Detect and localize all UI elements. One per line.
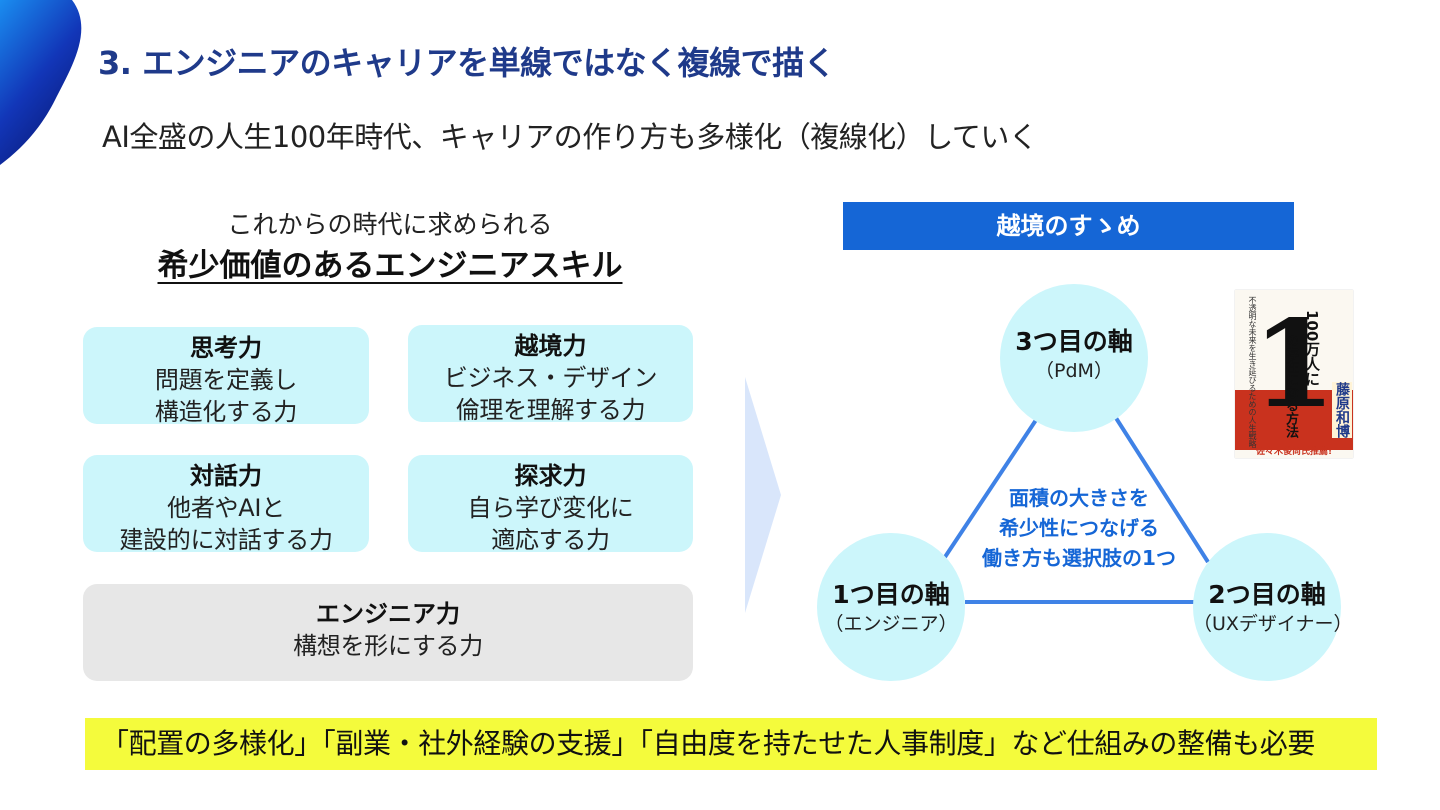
skill-desc: 構想を形にする力 (293, 632, 483, 660)
skill-box-inquiry: 探求力 自ら学び変化に 適応する力 (408, 455, 693, 554)
corner-decoration (0, 0, 82, 165)
skill-box-dialogue: 対話力 他者やAIと 建設的に対話する力 (83, 455, 369, 554)
axis-name: 1つ目の軸 (832, 580, 950, 609)
skill-name: 対話力 (190, 462, 262, 490)
skill-box-boundary: 越境力 ビジネス・デザイン 倫理を理解する力 (408, 325, 693, 424)
slide-subtitle: AI全盛の人生100年時代、キャリアの作り方も多様化（複線化）していく (102, 120, 1038, 154)
axis-sub: （UXデザイナー） (1193, 613, 1353, 635)
skill-desc: 適応する力 (491, 526, 610, 554)
skill-desc: ビジネス・デザイン (443, 364, 658, 392)
center-line: 面積の大きさを (1009, 486, 1149, 510)
axis-circle-1: 1つ目の軸 （エンジニア） (817, 533, 965, 681)
axis-name: 2つ目の軸 (1208, 580, 1326, 609)
skill-name: エンジニア力 (316, 600, 460, 628)
skill-desc: 他者やAIと (167, 494, 285, 522)
book-small-text: 不透明な未来を生き延びるための人生戦略 (1248, 296, 1257, 448)
book-big-char: 1 (1252, 294, 1336, 435)
footer-note: 「配置の多様化」「副業・社外経験の支援」「自由度を持たせた人事制度」など仕組みの… (85, 718, 1377, 770)
axis-sub: （エンジニア） (824, 613, 958, 635)
skill-box-thinking: 思考力 問題を定義し 構造化する力 (83, 327, 369, 426)
book-cover-image: 1 不透明な未来を生き延びるための人生戦略 100万人に の存在になる方法 藤原… (1235, 290, 1353, 458)
skill-desc: 問題を定義し (154, 366, 298, 394)
skill-name: 探求力 (514, 462, 587, 490)
skill-desc: 構造化する力 (154, 398, 298, 426)
skill-desc: 建設的に対話する力 (119, 526, 333, 554)
axis-name: 3つ目の軸 (1015, 327, 1133, 356)
center-line: 希少性につなげる (999, 516, 1159, 540)
skill-name: 越境力 (514, 332, 587, 360)
skill-desc: 倫理を理解する力 (455, 396, 646, 424)
axis-sub: （PdM） (1035, 360, 1113, 382)
slide-title: 3. エンジニアのキャリアを単線ではなく複線で描く (98, 44, 836, 82)
book-footer: 佐々木俊尚氏推薦! (1255, 447, 1333, 457)
book-title-line2: の存在になる方法 (1283, 334, 1298, 438)
axis-circle-3: 3つ目の軸 （PdM） (1000, 284, 1148, 432)
skill-desc: 自ら学び変化に (467, 494, 634, 522)
skills-lead-text: これからの時代に求められる (227, 210, 553, 239)
skill-name: 思考力 (190, 334, 262, 362)
book-title-line1: 100万人に (1303, 310, 1321, 387)
skills-heading-text: 希少価値のあるエンジニアスキル (157, 248, 623, 284)
skill-box-engineer: エンジニア力 構想を形にする力 (83, 584, 693, 681)
axis-circle-2: 2つ目の軸 （UXデザイナー） (1193, 533, 1353, 681)
crossover-banner: 越境のすゝめ (843, 202, 1294, 250)
skills-heading: 希少価値のあるエンジニアスキル (92, 240, 688, 285)
center-line: 働き方も選択肢の1つ (982, 546, 1176, 570)
book-author: 藤原和博 (1332, 382, 1352, 438)
triangle-center-text: 面積の大きさを 希少性につなげる 働き方も選択肢の1つ (945, 483, 1213, 573)
transition-arrow-icon (745, 377, 781, 613)
